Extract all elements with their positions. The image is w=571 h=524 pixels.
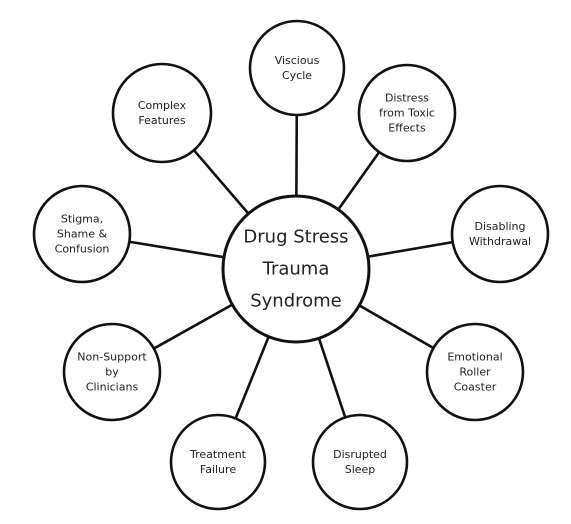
- connector-emotional-roller-coaster: [358, 304, 435, 350]
- node-label-line: Cycle: [282, 69, 312, 82]
- connector-complex-features: [192, 149, 250, 215]
- connector-disrupted-sleep: [317, 337, 347, 418]
- connector-stigma-shame-confusion: [129, 240, 225, 259]
- node-stigma-shame-confusion: Stigma, Shame & Confusion: [32, 184, 132, 284]
- node-label-line: Withdrawal: [469, 235, 531, 248]
- node-label-line: Viscious: [275, 54, 320, 67]
- node-label-line: from Toxic: [379, 107, 435, 120]
- connector-disabling-withdrawal: [367, 240, 453, 258]
- node-label-line: Sleep: [345, 463, 376, 476]
- node-label-line: Emotional: [447, 351, 502, 364]
- connector-distress-from-toxic-effects: [337, 151, 381, 211]
- node-circle: [111, 62, 213, 164]
- node-circle: [311, 413, 409, 511]
- node-circle: [169, 413, 267, 511]
- node-circle: [450, 184, 550, 284]
- node-label-line: Failure: [200, 463, 236, 476]
- node-label-line: Roller: [459, 366, 491, 379]
- node-label-line: Complex: [138, 99, 187, 112]
- connector-lines: [129, 114, 453, 419]
- connector-treatment-failure: [234, 336, 270, 419]
- node-circle: [32, 184, 132, 284]
- node-circle: [62, 322, 162, 422]
- node-label-line: Disabling: [474, 220, 525, 233]
- node-label-line: Coaster: [454, 381, 497, 394]
- node-label-line: Stigma,: [61, 213, 103, 226]
- node-label-line: Shame &: [57, 228, 108, 241]
- node-circle: [248, 19, 346, 117]
- node-label-line: Treatment: [189, 448, 247, 461]
- connector-non-support-by-clinicians: [153, 303, 233, 350]
- center-circle: [221, 194, 371, 344]
- node-label-line: Effects: [388, 122, 426, 135]
- center-label-line: Trauma: [262, 259, 330, 280]
- center-label-line: Drug Stress: [243, 227, 348, 248]
- center-label-line: Syndrome: [250, 291, 342, 312]
- node-label-line: by: [105, 366, 119, 379]
- node-circle: [425, 322, 525, 422]
- node-label-line: Features: [138, 114, 186, 127]
- node-label-line: Confusion: [55, 243, 110, 256]
- node-label-line: Non-Support: [77, 351, 147, 364]
- node-label-line: Clinicians: [86, 381, 139, 394]
- node-label-line: Distress: [385, 92, 429, 105]
- node-circle: [357, 63, 457, 163]
- node-label-line: Disrupted: [333, 448, 387, 461]
